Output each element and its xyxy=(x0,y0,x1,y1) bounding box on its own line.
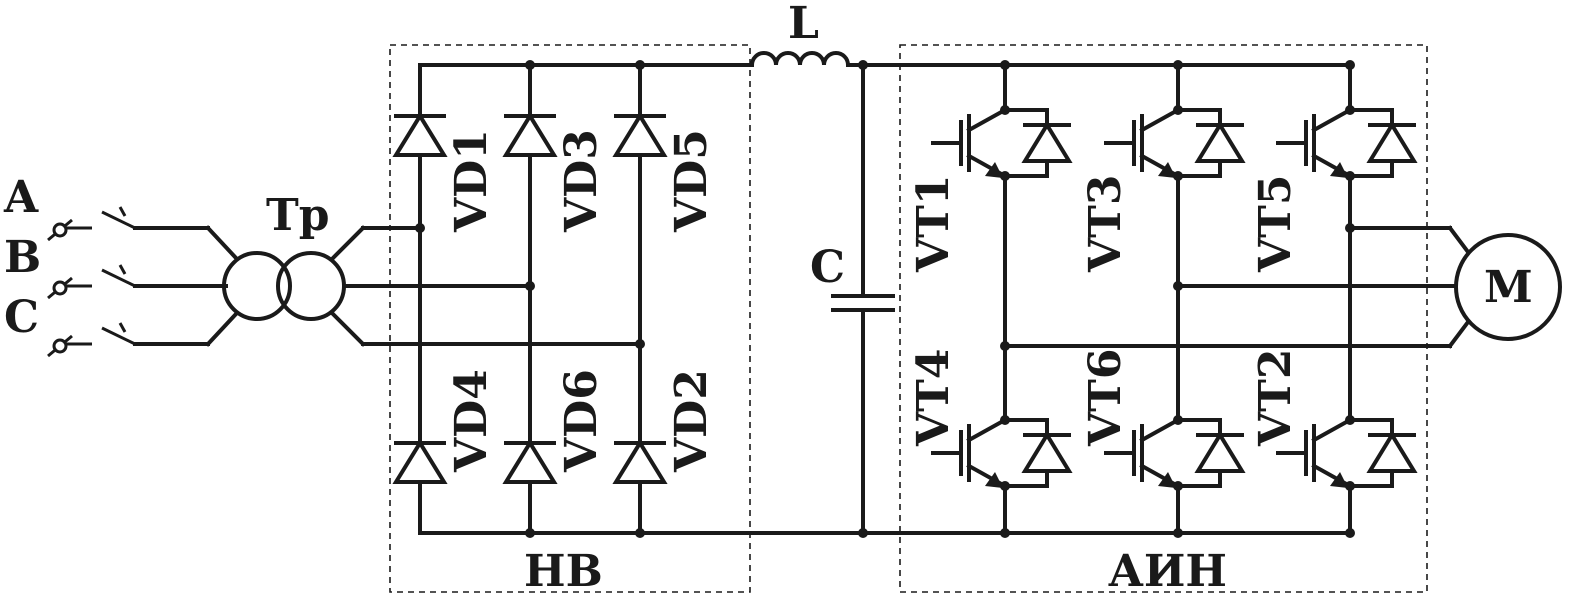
inverter-block-label: АИН xyxy=(1108,546,1227,597)
vd2-label: VD2 xyxy=(666,369,717,473)
vd6-label: VD6 xyxy=(556,369,607,473)
rectifier-bridge xyxy=(392,60,1352,538)
igbt-vt1-symbol xyxy=(1000,171,1010,181)
capacitor-symbol xyxy=(831,60,895,538)
igbt-vt2-symbol xyxy=(1345,481,1355,491)
vt1-label: VT1 xyxy=(908,175,959,274)
diode-vd3-symbol xyxy=(502,112,558,157)
diode-vd4-symbol xyxy=(392,439,448,484)
vd4-label: VD4 xyxy=(446,369,497,473)
vd5-label: VD5 xyxy=(666,129,717,233)
igbt-vt6-symbol xyxy=(1173,481,1183,491)
diode-vd5-symbol xyxy=(612,112,668,157)
capacitor-label: C xyxy=(810,242,845,293)
rectifier-block-outline xyxy=(389,44,751,593)
inductor-label: L xyxy=(788,0,819,49)
rectifier-block-label: НВ xyxy=(524,546,603,597)
inverter-block-outline xyxy=(899,44,1428,593)
motor-label: M xyxy=(1484,262,1533,313)
phase-c-label: C xyxy=(4,292,39,343)
phase-b-label: B xyxy=(4,232,41,283)
vt6-label: VT6 xyxy=(1080,349,1131,448)
motor-symbol xyxy=(1003,225,1562,349)
igbt-vt3-symbol xyxy=(1173,171,1183,181)
vt5-label: VT5 xyxy=(1250,175,1301,274)
inductor-symbol xyxy=(749,51,1352,68)
phase-a-label: A xyxy=(3,172,39,223)
vd1-label: VD1 xyxy=(446,129,497,233)
diode-vd1-symbol xyxy=(392,112,448,157)
vt3-label: VT3 xyxy=(1080,175,1131,274)
vt4-label: VT4 xyxy=(908,349,959,448)
transformer-symbol xyxy=(205,225,642,347)
inverter-bridge xyxy=(931,60,1418,538)
vd3-label: VD3 xyxy=(556,129,607,233)
transformer-label: Tp xyxy=(266,190,330,241)
diode-vd2-symbol xyxy=(612,439,668,484)
vt2-label: VT2 xyxy=(1250,349,1301,448)
input-switches xyxy=(47,206,228,358)
igbt-vt5-symbol xyxy=(1345,171,1355,181)
igbt-vt4-symbol xyxy=(1000,481,1010,491)
diode-vd6-symbol xyxy=(502,439,558,484)
